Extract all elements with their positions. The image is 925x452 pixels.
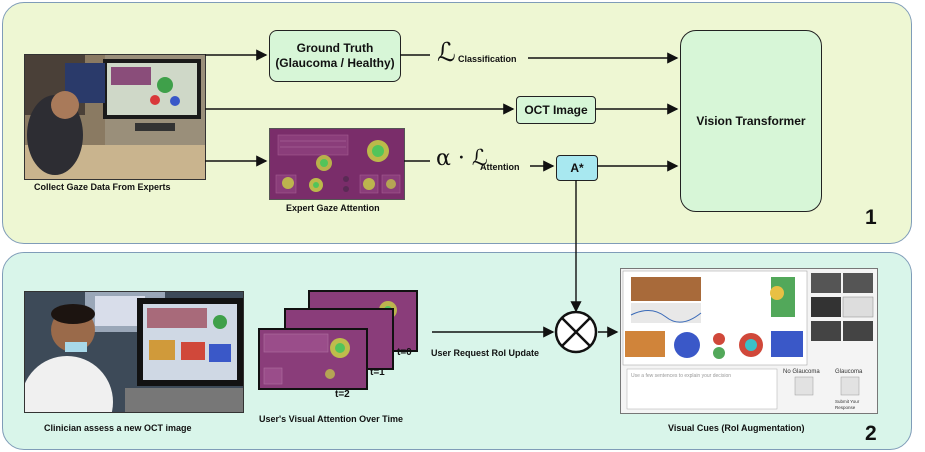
expert-gaze-photo <box>24 54 206 180</box>
label-t2: t=2 <box>335 389 350 400</box>
panel-number-2: 2 <box>865 422 877 445</box>
expert-photo-caption: Collect Gaze Data From Experts <box>34 182 171 192</box>
user-request-label: User Request RoI Update <box>431 348 540 358</box>
loss-classification-subscript: Classification <box>458 54 517 64</box>
visual-cues-caption: Visual Cues (RoI Augmentation) <box>668 423 805 433</box>
expert-photo-illustration <box>25 55 205 179</box>
oct-image-box: OCT Image <box>516 96 596 124</box>
attention-over-time-caption: User's Visual Attention Over Time <box>259 414 404 424</box>
clinician-photo <box>24 291 244 413</box>
loss-attention-subscript: Attention <box>480 162 520 172</box>
label-t1: t=1 <box>370 367 385 378</box>
ground-truth-line2: (Glaucoma / Healthy) <box>275 56 395 70</box>
panel-number-1: 1 <box>865 206 877 229</box>
a-star-box: A* <box>556 155 598 181</box>
loss-attention-symbol: α · ℒ <box>436 146 488 171</box>
clinician-photo-caption: Clinician assess a new OCT image <box>44 423 192 433</box>
visual-cues-illustration <box>621 269 877 413</box>
label-t0: t=0 <box>397 347 412 358</box>
expert-gaze-heatmap <box>269 128 405 200</box>
glaucoma-option: Glaucoma <box>835 369 863 375</box>
expert-gaze-caption: Expert Gaze Attention <box>286 203 380 213</box>
frame-t2-illustration <box>260 330 366 388</box>
submit-response-button: Submit Your Response <box>835 399 860 410</box>
ground-truth-line1: Ground Truth <box>296 41 374 55</box>
combine-operator-icon <box>554 310 598 354</box>
decision-explanation-field: Use a few sentences to explain your deci… <box>631 373 732 379</box>
loss-classification-symbol: ℒ <box>437 38 456 68</box>
no-glaucoma-option: No Glaucoma <box>783 369 820 375</box>
ground-truth-box: Ground Truth (Glaucoma / Healthy) <box>269 30 401 82</box>
clinician-photo-illustration <box>25 292 243 412</box>
vision-transformer-box: Vision Transformer <box>680 30 822 212</box>
visual-cues-ui: Use a few sentences to explain your deci… <box>620 268 878 414</box>
attention-frame-t2 <box>258 328 368 390</box>
gaze-heatmap-illustration <box>270 129 404 199</box>
